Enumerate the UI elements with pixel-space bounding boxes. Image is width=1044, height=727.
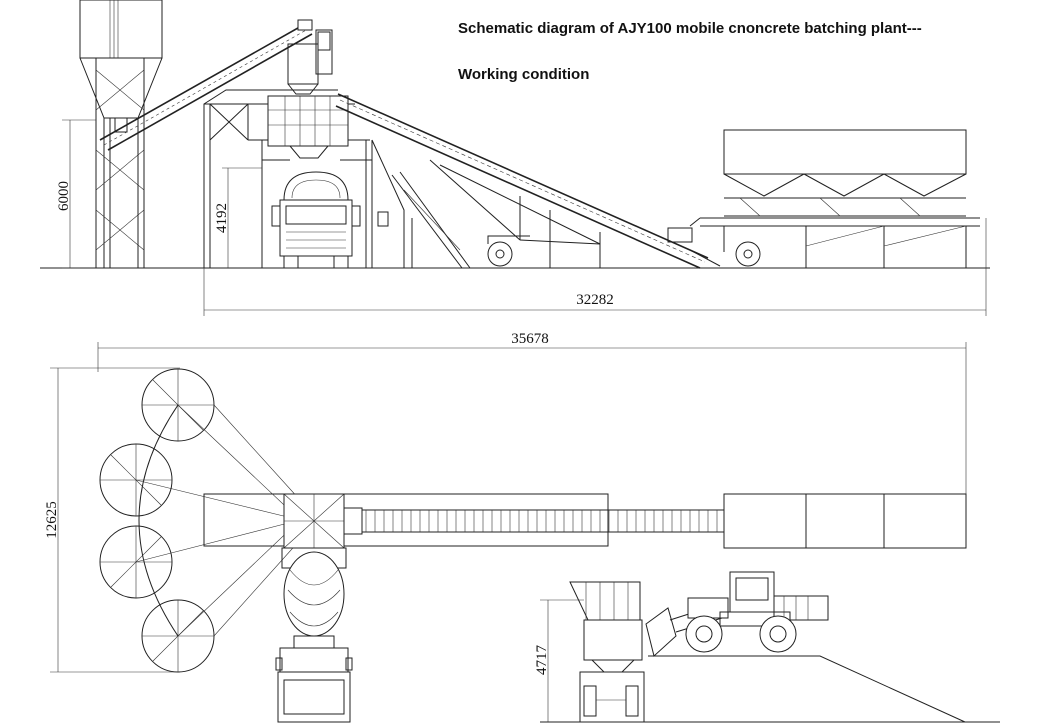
dimension-plan-width: 12625 xyxy=(44,367,180,673)
dimension-label-plan-width: 12625 xyxy=(44,501,60,539)
dimension-mixer-height: 4192 xyxy=(214,167,262,268)
twin-shaft-mixer xyxy=(267,95,349,159)
batcher-hopper-side xyxy=(569,581,645,723)
dimension-side-length: 32282 xyxy=(203,218,987,316)
dimension-label-side-length: 32282 xyxy=(576,292,614,308)
silo-circles xyxy=(99,368,215,673)
plan-aggregate-bins xyxy=(723,493,967,549)
diagram-title: Schematic diagram of AJY100 mobile cnonc… xyxy=(458,20,922,37)
dimension-label-silo: 6000 xyxy=(56,181,72,211)
weighing-tower xyxy=(287,29,333,95)
wheel-loader xyxy=(645,571,829,657)
loader-detail: 4717 xyxy=(534,571,1000,723)
plan-view: 35678 12625 xyxy=(44,331,967,723)
plan-belt-conveyor xyxy=(362,509,724,533)
dimension-label-hopper: 4717 xyxy=(534,645,550,676)
cement-silo xyxy=(79,0,163,268)
side-elevation: 6000 xyxy=(40,0,990,316)
diagram-subtitle: Working condition xyxy=(458,66,590,83)
dimension-hopper-height: 4717 xyxy=(534,599,584,722)
dimension-label-plan-length: 35678 xyxy=(511,331,549,347)
dimension-plan-length: 35678 xyxy=(97,331,967,495)
dimension-silo-height: 6000 xyxy=(56,119,96,269)
plan-main-frame xyxy=(203,493,609,549)
dimension-label-mixer: 4192 xyxy=(214,203,230,233)
plan-screw-conveyors xyxy=(135,404,301,637)
screw-conveyor xyxy=(99,19,313,151)
belt-conveyor xyxy=(335,93,721,269)
plan-mixer-truck xyxy=(275,547,353,723)
mixer-truck-front xyxy=(271,171,361,269)
aggregate-batcher xyxy=(689,129,980,268)
